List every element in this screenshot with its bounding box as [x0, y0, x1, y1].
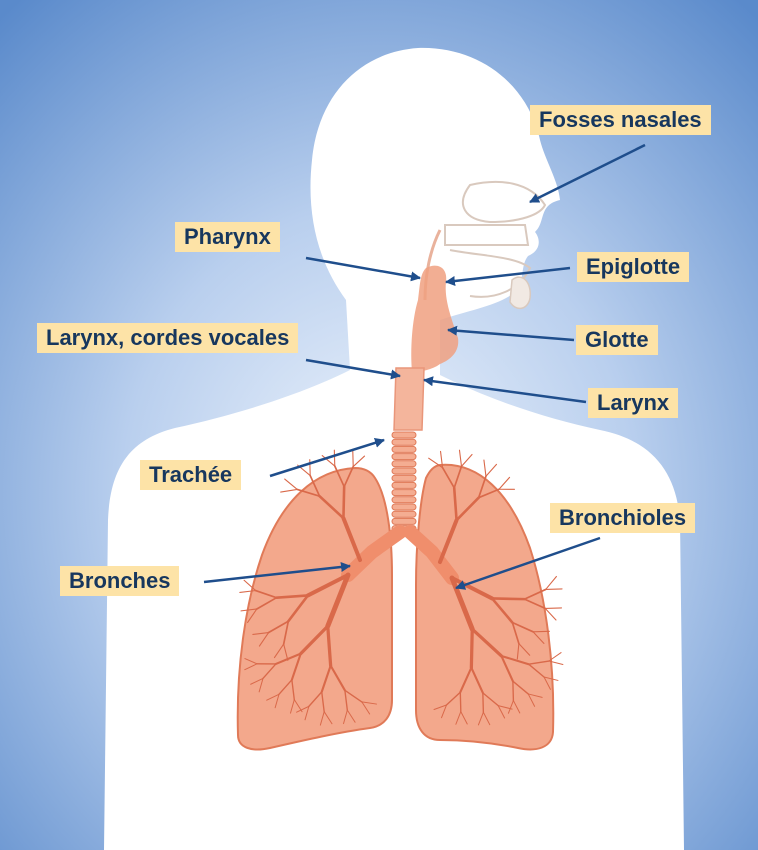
trachea-ring — [392, 475, 416, 481]
label-trachee: Trachée — [140, 460, 241, 490]
bronchiole-branch — [483, 693, 484, 712]
label-bronches: Bronches — [60, 566, 179, 596]
trachea-ring — [392, 497, 416, 503]
trachea-ring — [392, 439, 416, 445]
label-bronchioles: Bronchioles — [550, 503, 695, 533]
trachea-ring — [392, 504, 416, 510]
label-glotte: Glotte — [576, 325, 658, 355]
trachea-ring — [392, 490, 416, 496]
trachea-ring — [392, 511, 416, 517]
bronchiole-branch — [343, 487, 344, 518]
trachea-ring — [392, 432, 416, 438]
trachea-ring — [392, 468, 416, 474]
bronchiole-branch — [513, 681, 514, 700]
trachea-ring — [392, 518, 416, 524]
label-larynx: Larynx — [588, 388, 678, 418]
trachea-ring — [392, 454, 416, 460]
bronchiole-branch — [492, 598, 524, 599]
larynx-tube — [394, 368, 424, 430]
label-pharynx: Pharynx — [175, 222, 280, 252]
trachea-ring — [392, 461, 416, 467]
label-fosses-nasales: Fosses nasales — [530, 105, 711, 135]
bronchiole-branch — [460, 692, 461, 711]
trachea-ring — [392, 446, 416, 452]
bronchiole-branch — [471, 629, 472, 667]
mouth-mass — [510, 277, 530, 308]
label-epiglotte: Epiglotte — [577, 252, 689, 282]
label-larynx-cordes-vocales: Larynx, cordes vocales — [37, 323, 298, 353]
trachea-ring — [392, 482, 416, 488]
